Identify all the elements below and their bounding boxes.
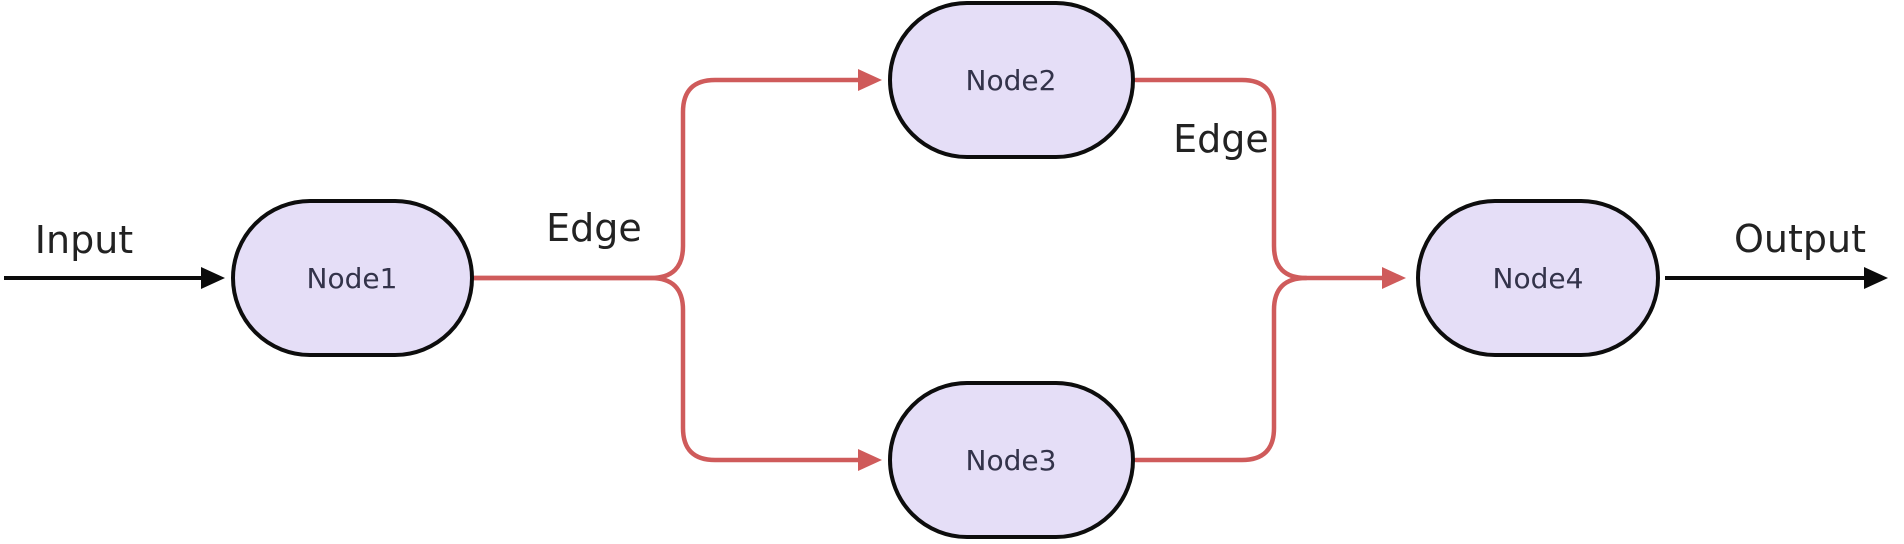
edge-label-merge: Edge xyxy=(1173,117,1269,161)
node-node3-shape xyxy=(888,381,1135,539)
node-node1-label: Node1 xyxy=(307,262,398,295)
node-node4-label: Node4 xyxy=(1493,262,1584,295)
node-node2-shape xyxy=(888,1,1135,159)
node-node2-label: Node2 xyxy=(966,64,1057,97)
input-label: Input xyxy=(35,218,133,262)
node-node1-shape xyxy=(231,199,474,357)
edge-node2-node4 xyxy=(1133,77,1406,289)
output-label: Output xyxy=(1734,217,1866,261)
node-node4-shape xyxy=(1416,199,1660,357)
edge-node3-node4 xyxy=(1133,275,1309,463)
edge-node1-node2 xyxy=(469,69,882,281)
node-node3-label: Node3 xyxy=(966,444,1057,477)
edge-label-fork: Edge xyxy=(546,206,642,250)
edge-node1-node3 xyxy=(469,275,882,471)
